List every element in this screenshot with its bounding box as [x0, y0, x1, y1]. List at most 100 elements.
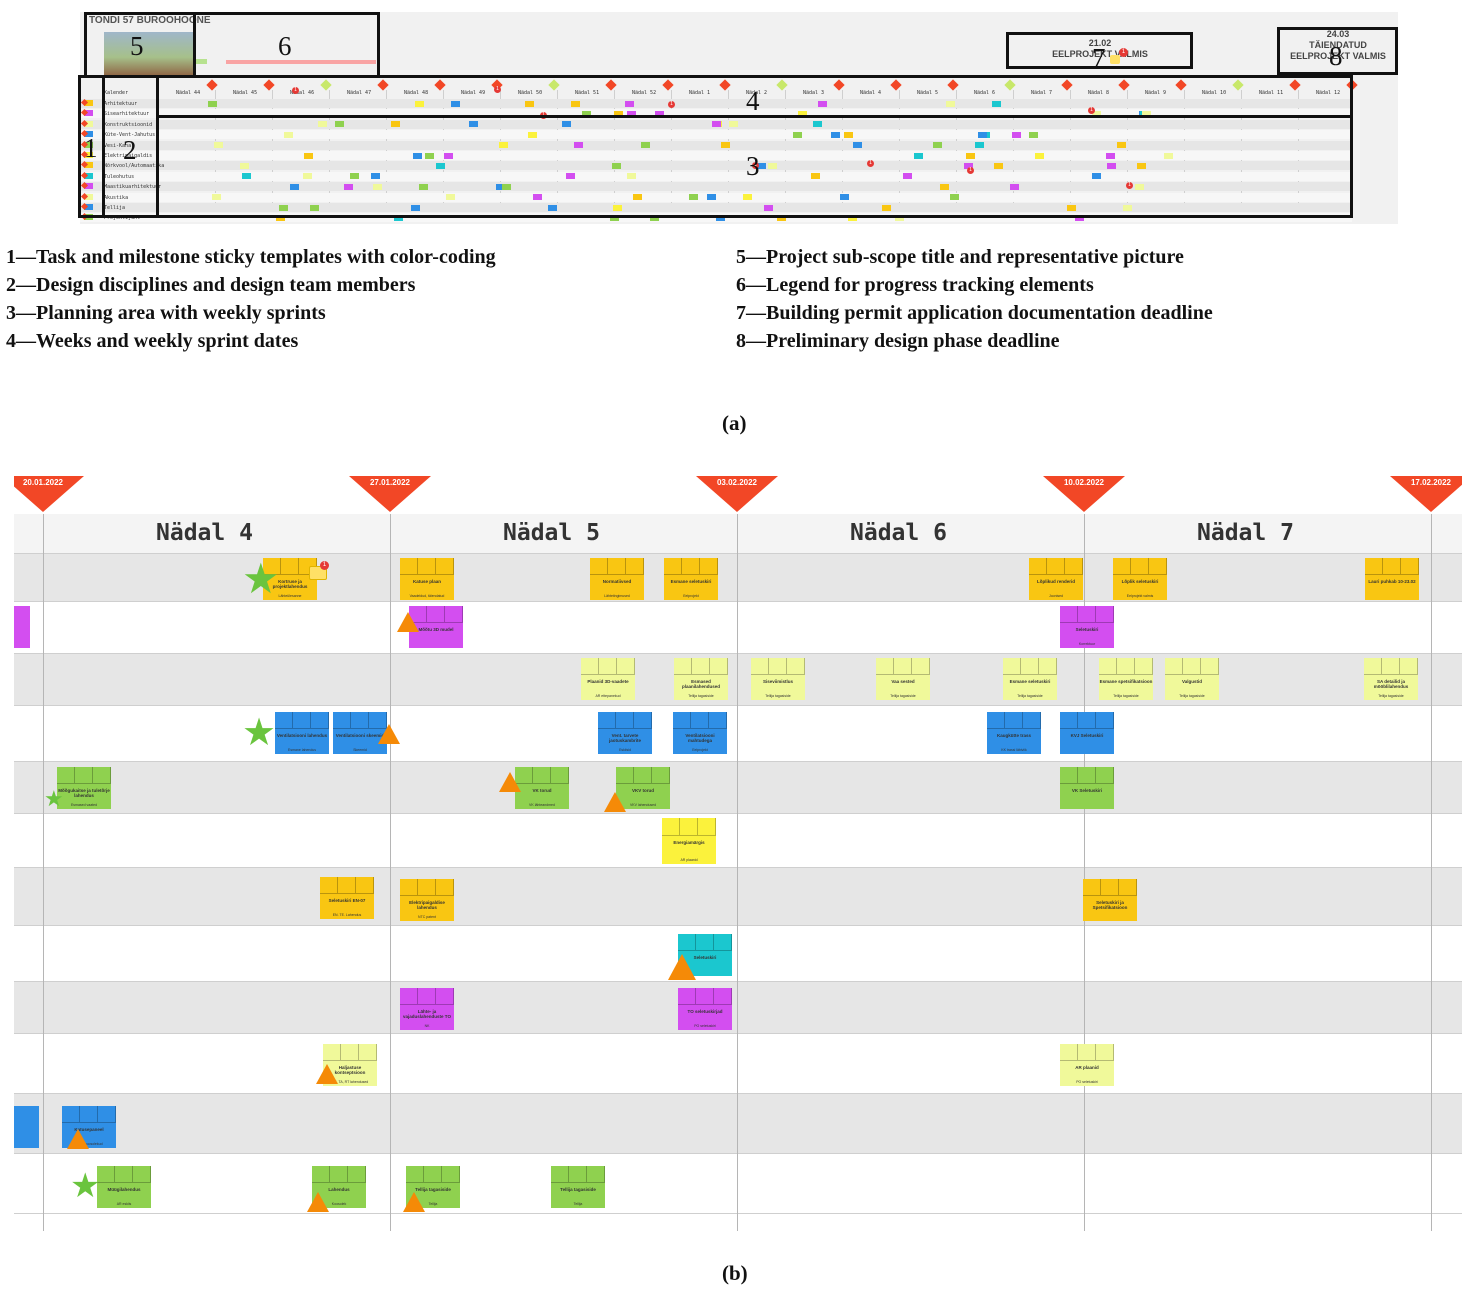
- discipline-row-detail: [14, 982, 1462, 1034]
- task-sticky-mini: [533, 194, 542, 201]
- sticky-footer: EN. TE. Lahendus: [332, 913, 362, 917]
- sticky-header-cell: [1135, 658, 1153, 674]
- sticky-title: Valgustid: [1181, 678, 1202, 684]
- task-sticky-mini: [566, 173, 575, 180]
- sticky-header: [1365, 558, 1419, 575]
- sticky-header-cell: [57, 767, 75, 783]
- sticky-header: [1060, 606, 1114, 623]
- discipline-label: Nõrkvool/Automaatika: [104, 163, 165, 170]
- date-flag-shape: [1390, 476, 1462, 512]
- sticky-header: [57, 767, 111, 784]
- week-label: Nädal 8: [1088, 90, 1110, 96]
- week-label: Nädal 44: [176, 90, 201, 96]
- sticky-header: [312, 1166, 366, 1183]
- week-divider: [1241, 90, 1242, 210]
- sticky-header-cell: [1078, 712, 1096, 728]
- sticky-header-cell: [418, 988, 436, 1004]
- sticky-header-cell: [424, 1166, 442, 1182]
- discipline-label: Tellija: [104, 205, 126, 211]
- sticky-header-cell: [617, 658, 635, 674]
- sticky-title: Mõõtu 3D mudel: [418, 626, 454, 632]
- discipline-row-detail: [14, 1154, 1462, 1214]
- sprint-date-marker: 17.02.2022: [1390, 476, 1462, 512]
- template-sticky: [84, 193, 93, 200]
- sticky-header-cell: [323, 1044, 341, 1060]
- sticky-header-cell: [1131, 558, 1149, 574]
- discipline-row-detail: [14, 1094, 1462, 1154]
- task-sticky-mini: [1035, 152, 1044, 159]
- sticky-header-cell: [1400, 658, 1418, 674]
- task-sticky-mini: [212, 194, 221, 201]
- sticky-footer: Eelprojekt: [683, 594, 699, 598]
- week-label: Nädal 6: [974, 90, 996, 96]
- region-number-4: 4: [746, 86, 760, 116]
- sprint-date-marker: 03.02.2022: [696, 476, 778, 512]
- sticky-header-cell: [678, 934, 696, 950]
- task-sticky: Lauri puhkab 10-23.02: [1365, 558, 1419, 600]
- task-sticky-mini: [757, 162, 766, 169]
- sticky-footer: Tellija tagasiside: [765, 694, 791, 698]
- week-label: Nädal 48: [404, 90, 429, 96]
- sticky-header-cell: [1165, 658, 1183, 674]
- sticky-header-cell: [569, 1166, 587, 1182]
- discipline-row: [80, 99, 1352, 108]
- week-divider: [899, 90, 900, 210]
- task-sticky-mini: [627, 110, 636, 117]
- week-boundary-line: [1084, 514, 1085, 1231]
- sticky-header-cell: [626, 558, 644, 574]
- sticky-footer: Korrektuur: [1078, 642, 1096, 646]
- sticky-header-cell: [691, 712, 709, 728]
- task-sticky-mini: [582, 110, 591, 117]
- sticky-footer: Tellija tagasiside: [1017, 694, 1043, 698]
- deadline-8-text: 24.03 TÄIENDATUD EELPROJEKT VALMIS: [1290, 29, 1386, 61]
- task-sticky-mini: [525, 100, 534, 107]
- task-sticky-mini: [1106, 152, 1115, 159]
- sticky-header: [1165, 658, 1219, 675]
- sticky-header-cell: [751, 658, 769, 674]
- sticky-title: Ventilatsiooni mahtudega: [685, 732, 715, 743]
- task-sticky-mini: [1067, 204, 1076, 211]
- task-sticky-mini: [975, 142, 984, 149]
- discipline-label: Elektripaigaldis: [104, 153, 153, 159]
- week-label: Nädal 46: [290, 90, 315, 96]
- sticky-footer: VKV lahendused: [629, 803, 657, 807]
- discipline-row: [80, 140, 1352, 150]
- week-boundary-line: [390, 514, 391, 1231]
- week-divider: [215, 90, 216, 210]
- sticky-header-cell: [608, 558, 626, 574]
- task-sticky-mini: [373, 183, 382, 190]
- task-sticky-mini: [1137, 162, 1146, 169]
- sticky-footer: Lähteülesanne: [278, 594, 302, 598]
- sticky-header-cell: [682, 558, 700, 574]
- sticky-title: AR plaanid: [1075, 1064, 1099, 1070]
- week-title: Nädal 7: [1197, 520, 1294, 546]
- sticky-header-cell: [1029, 558, 1047, 574]
- discipline-row: [80, 151, 1352, 160]
- sticky-header-cell: [1149, 558, 1167, 574]
- sticky-header-cell: [1096, 767, 1114, 783]
- discipline-row-detail: [14, 814, 1462, 868]
- sticky-header-cell: [351, 712, 369, 728]
- notification-badge-mini: 1: [752, 162, 759, 169]
- task-sticky-mini: [613, 204, 622, 211]
- week-label: Nädal 47: [347, 90, 372, 96]
- sticky-header-cell: [418, 879, 436, 895]
- task-sticky-mini: [940, 183, 949, 190]
- completed-star-marker: ★: [44, 786, 64, 811]
- week-divider: [1070, 90, 1071, 210]
- sticky-header: [590, 558, 644, 575]
- sprint-date-marker: 10.02.2022: [1043, 476, 1125, 512]
- task-sticky-mini: [813, 121, 822, 128]
- sticky-footer: Tellija tagasiside: [890, 694, 916, 698]
- sticky-header-cell: [299, 558, 317, 574]
- sticky-header-cell: [1078, 1044, 1096, 1060]
- sticky-header-cell: [1060, 1044, 1078, 1060]
- sticky-header-cell: [436, 558, 454, 574]
- sticky-header: [616, 767, 670, 784]
